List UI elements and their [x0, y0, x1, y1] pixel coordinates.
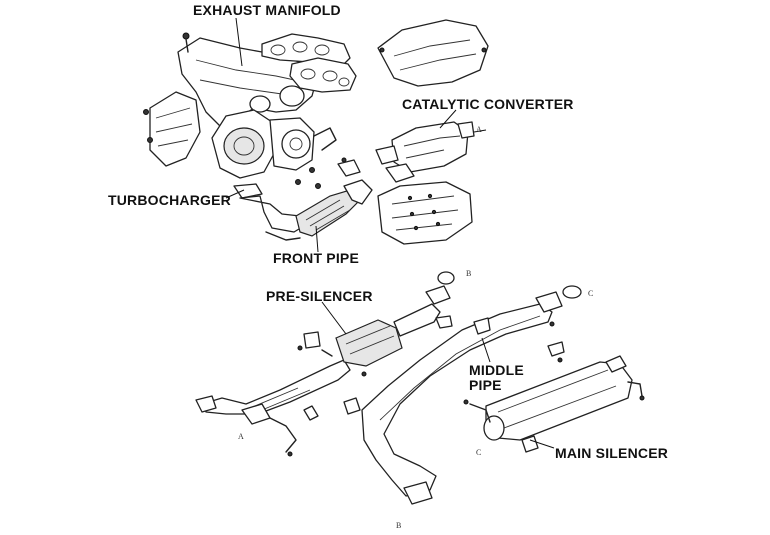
ref-letter-a-top: A — [476, 125, 482, 134]
label-pre-silencer: PRE-SILENCER — [266, 288, 373, 304]
front-pipe-drawing — [233, 157, 373, 241]
manifold-gaskets-drawing — [261, 33, 357, 93]
label-middle-pipe-line2: PIPE — [469, 377, 502, 393]
pre-silencer-drawing — [195, 271, 455, 457]
manifold-heat-cover-drawing — [377, 19, 489, 87]
leader-lines — [225, 17, 555, 449]
ref-letter-c-bottom: C — [476, 448, 482, 457]
label-turbocharger: TURBOCHARGER — [108, 192, 231, 208]
label-main-silencer: MAIN SILENCER — [555, 445, 669, 461]
ref-letter-a-bottom: A — [238, 432, 244, 441]
turbocharger-drawing — [211, 109, 337, 189]
middle-pipe-drawing — [343, 285, 582, 505]
main-silencer-drawing — [463, 341, 645, 453]
label-front-pipe: FRONT PIPE — [273, 250, 360, 266]
ref-letter-b-bottom: B — [396, 521, 402, 530]
label-exhaust-manifold: EXHAUST MANIFOLD — [193, 2, 341, 18]
ref-letter-c-top: C — [588, 289, 594, 298]
label-catalytic-converter: CATALYTIC CONVERTER — [402, 96, 574, 112]
ref-letter-b-top: B — [466, 269, 472, 278]
label-middle-pipe-line1: MIDDLE — [469, 362, 524, 378]
catalytic-converter-drawing — [375, 121, 487, 245]
